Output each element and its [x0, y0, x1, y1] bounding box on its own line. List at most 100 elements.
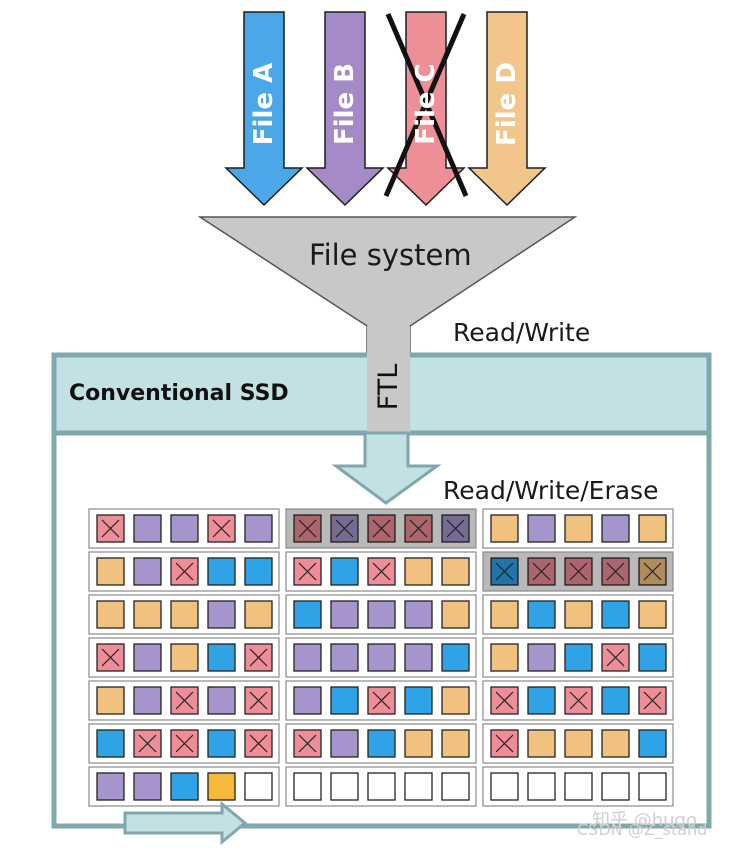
free-page: [490, 772, 519, 801]
page-cell: [527, 514, 556, 543]
page-cell: [96, 729, 125, 758]
invalid-page: [638, 686, 667, 715]
valid-page: [367, 600, 396, 629]
cross-mark: [175, 691, 194, 710]
file-system-label: File system: [309, 238, 472, 272]
page-cell: [404, 514, 433, 543]
page-cell: [293, 600, 322, 629]
valid-page: [330, 557, 359, 586]
invalid-page: [293, 729, 322, 758]
page-cell: [96, 686, 125, 715]
page-cell: [404, 772, 433, 801]
read-write-erase-label: Read/Write/Erase: [443, 476, 659, 505]
page-cell: [527, 643, 556, 672]
cross-mark: [249, 734, 268, 753]
cross-mark: [249, 691, 268, 710]
page-cell: [133, 600, 162, 629]
cross-mark: [175, 562, 194, 581]
invalid-page: [170, 557, 199, 586]
page-cell: [404, 686, 433, 715]
valid-page: [133, 643, 162, 672]
valid-page: [527, 514, 556, 543]
valid-page: [330, 643, 359, 672]
file-a-label: File A: [249, 62, 279, 146]
invalid-page: [207, 514, 236, 543]
valid-page: [96, 557, 125, 586]
deleted-file-cross: [383, 13, 469, 197]
page-cell: [330, 729, 359, 758]
cross-mark: [175, 734, 194, 753]
free-page: [330, 772, 359, 801]
valid-page: [564, 514, 593, 543]
invalid-page: [96, 643, 125, 672]
page-cell: [133, 557, 162, 586]
page-cell: [638, 600, 667, 629]
valid-page: [601, 600, 630, 629]
valid-page: [207, 686, 236, 715]
invalid-page: [404, 514, 433, 543]
valid-page: [490, 514, 519, 543]
free-page: [293, 772, 322, 801]
valid-page: [490, 643, 519, 672]
page-cell: [404, 557, 433, 586]
cross-mark: [298, 734, 317, 753]
valid-page: [564, 729, 593, 758]
page-cell: [404, 600, 433, 629]
valid-page: [441, 729, 470, 758]
free-page: [367, 772, 396, 801]
cross-mark: [643, 562, 662, 581]
cross-mark: [249, 648, 268, 667]
valid-page: [207, 600, 236, 629]
page-cell: [564, 600, 593, 629]
valid-page: [638, 729, 667, 758]
cross-mark: [372, 562, 391, 581]
valid-page: [207, 772, 236, 801]
valid-page: [133, 686, 162, 715]
cross-mark: [372, 691, 391, 710]
valid-page: [96, 686, 125, 715]
file-c-label: File C: [411, 63, 441, 145]
invalid-page: [564, 686, 593, 715]
page-cell: [490, 772, 519, 801]
invalid-page: [244, 643, 273, 672]
page-cell: [441, 557, 470, 586]
valid-page: [404, 729, 433, 758]
page-cell: [638, 514, 667, 543]
invalid-page: [293, 514, 322, 543]
page-cell: [404, 643, 433, 672]
valid-page: [170, 772, 199, 801]
page-cell: [404, 729, 433, 758]
page-cell: [601, 686, 630, 715]
valid-page: [367, 729, 396, 758]
cross-mark: [335, 519, 354, 538]
cross-mark: [569, 562, 588, 581]
page-cell: [441, 729, 470, 758]
valid-page: [490, 600, 519, 629]
cross-mark: [606, 648, 625, 667]
valid-page: [367, 643, 396, 672]
valid-page: [404, 686, 433, 715]
invalid-page: [527, 557, 556, 586]
file-arrow-a: [224, 11, 304, 207]
page-cell: [367, 643, 396, 672]
page-cell: [638, 729, 667, 758]
page-cell: [441, 772, 470, 801]
ssd-title: Conventional SSD: [69, 381, 289, 406]
page-cell: [133, 643, 162, 672]
page-cell: [170, 643, 199, 672]
invalid-page: [293, 557, 322, 586]
watermark-line-2: CSDN @Z_stand: [577, 820, 708, 839]
cross-mark: [532, 562, 551, 581]
valid-page: [207, 557, 236, 586]
page-cell: [367, 772, 396, 801]
valid-page: [330, 686, 359, 715]
invalid-page: [170, 729, 199, 758]
page-cell: [170, 514, 199, 543]
page-cell: [601, 772, 630, 801]
valid-page: [133, 772, 162, 801]
page-cell: [244, 557, 273, 586]
page-cell: [293, 643, 322, 672]
cross-mark: [409, 519, 428, 538]
valid-page: [601, 729, 630, 758]
valid-page: [404, 557, 433, 586]
